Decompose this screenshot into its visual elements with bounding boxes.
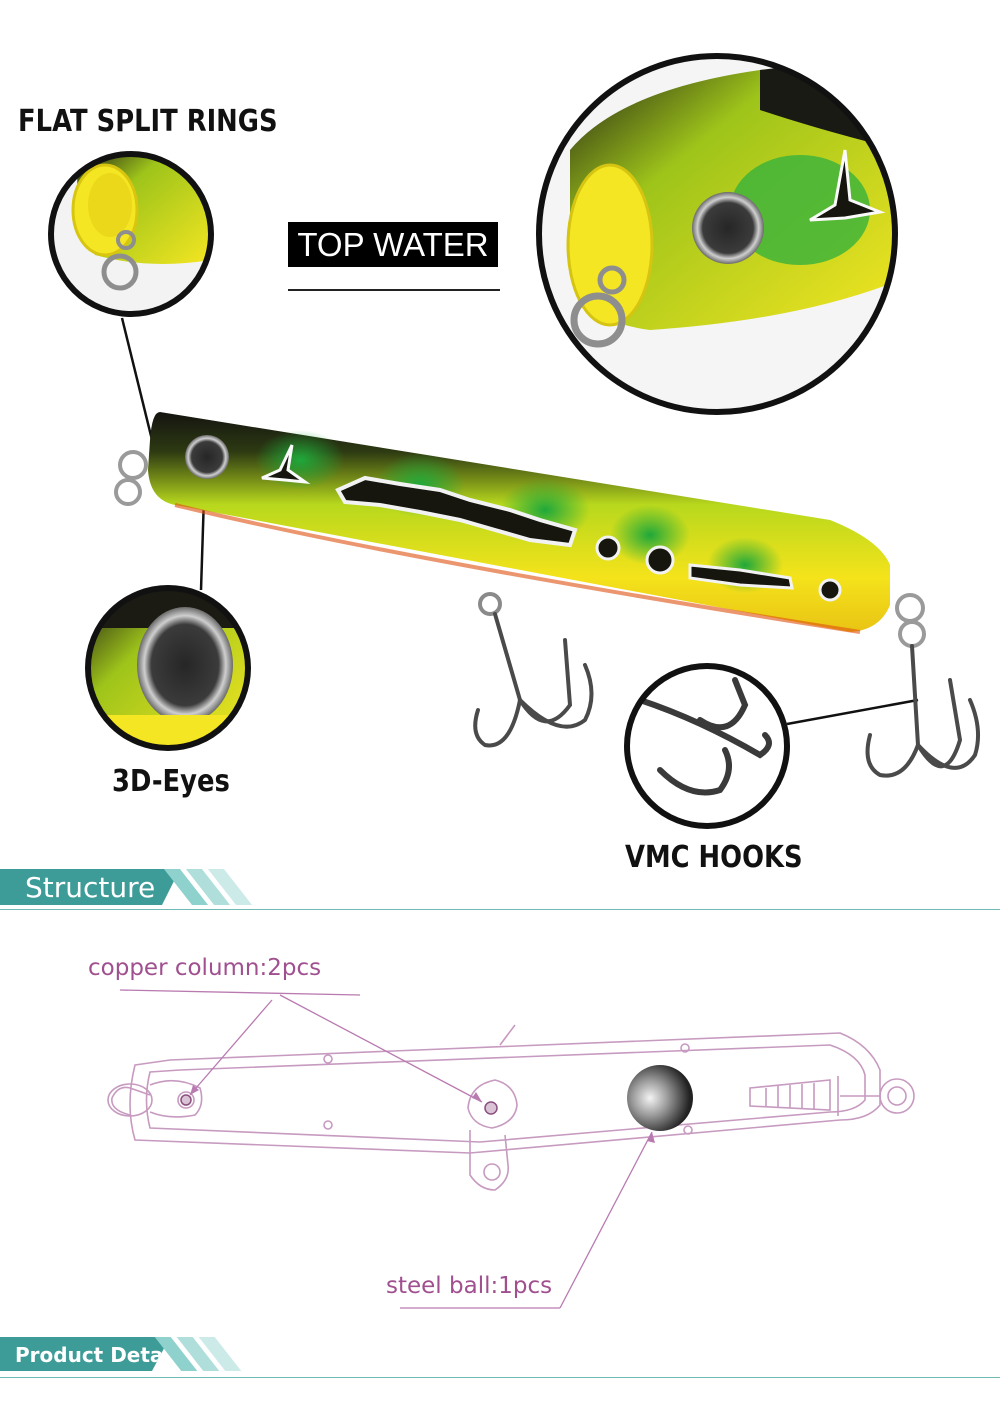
copper-column-rear [484,1101,498,1115]
belly-treble-hook [473,592,594,748]
copper-column-front [180,1094,192,1106]
steel-ball [627,1065,693,1131]
section-divider [0,909,1000,910]
section-divider [0,1377,1000,1378]
lure-body [148,412,890,634]
tail-split-ring [895,593,926,648]
callout-nose-closeup [536,53,898,415]
top-water-badge: TOP WATER [288,222,498,267]
product-detail-section-title: Product Detail [0,1337,170,1371]
structure-section-title: Structure [0,869,180,905]
top-water-underline [288,289,500,291]
structure-leader-lines [119,989,653,1309]
tail-treble-hook [865,644,981,778]
callout-hooks-zoom [624,663,790,829]
product-detail-section-header: Product Detail [0,1337,1000,1371]
copper-column-label: copper column:2pcs [88,955,322,981]
lure-product-illustration [48,53,981,829]
structure-section-header: Structure [0,869,1000,905]
flat-split-rings-label: FLAT SPLIT RINGS [18,104,278,139]
nose-split-ring [114,450,148,506]
vmc-hooks-label: VMC HOOKS [625,840,803,875]
callout-eyes-zoom [85,585,251,751]
lure-structure-diagram [107,989,915,1309]
lure-eye [185,435,229,479]
callout-split-rings-zoom [48,151,214,317]
steel-ball-label: steel ball:1pcs [386,1273,553,1299]
3d-eyes-label: 3D-Eyes [112,764,230,799]
